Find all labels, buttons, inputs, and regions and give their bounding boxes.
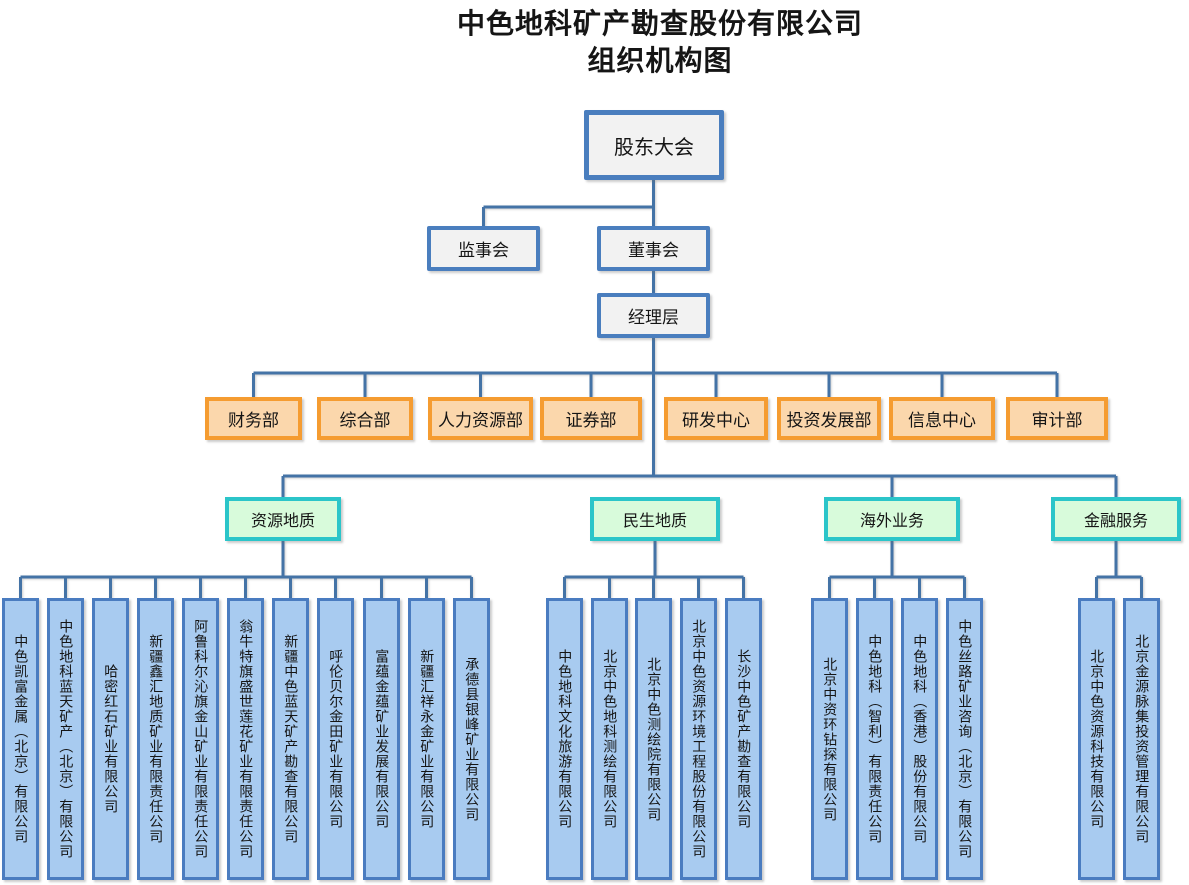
group-box-financial-services: 金融服务 xyxy=(1051,497,1181,541)
group3-children-bus xyxy=(828,541,966,598)
company-box: 北京中色测绘院有限公司 xyxy=(635,598,672,880)
chart-title: 中色地科矿产勘查股份有限公司 组织机构图 xyxy=(380,5,940,79)
dept-box-info-center: 信息中心 xyxy=(889,397,995,440)
company-box: 北京中资环钻探有限公司 xyxy=(811,598,848,880)
dept-box-rd-center: 研发中心 xyxy=(664,397,768,440)
chart-title-line2: 组织机构图 xyxy=(587,45,733,76)
dept-box-finance: 财务部 xyxy=(205,397,302,440)
dept-box-securities: 证券部 xyxy=(540,397,642,440)
company-box: 中色地科（智利）有限责任公司 xyxy=(856,598,893,880)
group-bus xyxy=(281,474,1118,497)
company-box: 承德县银峰矿业有限公司 xyxy=(453,598,490,880)
dept-box-general: 综合部 xyxy=(317,397,413,440)
company-box: 北京中色资源环境工程股份有限公司 xyxy=(680,598,717,880)
box-shareholders-meeting: 股东大会 xyxy=(584,110,724,180)
group2-children-bus xyxy=(563,541,745,598)
dept-box-audit: 审计部 xyxy=(1006,397,1108,440)
dept-box-investment-dev: 投资发展部 xyxy=(777,397,881,440)
company-box: 长沙中色矿产勘查有限公司 xyxy=(725,598,762,880)
company-box: 中色丝路矿业咨询（北京）有限公司 xyxy=(946,598,983,880)
group-box-overseas-business: 海外业务 xyxy=(824,497,960,541)
company-box: 哈密红石矿业有限公司 xyxy=(92,598,129,880)
company-box: 北京中色地科测绘有限公司 xyxy=(591,598,628,880)
department-bus xyxy=(252,371,1059,397)
company-box: 中色地科（香港）股份有限公司 xyxy=(901,598,938,880)
company-box: 中色凯富金属（北京）有限公司 xyxy=(2,598,39,880)
company-box: 翁牛特旗盛世莲花矿业有限责任公司 xyxy=(227,598,264,880)
company-box: 富蕴金蕴矿业发展有限公司 xyxy=(363,598,400,880)
dept-box-hr: 人力资源部 xyxy=(428,397,533,440)
company-box: 新疆汇祥永金矿业有限公司 xyxy=(408,598,445,880)
company-box: 北京中色资源科技有限公司 xyxy=(1078,598,1115,880)
company-box: 中色地科蓝天矿产（北京）有限公司 xyxy=(47,598,84,880)
company-box: 呼伦贝尔金田矿业有限公司 xyxy=(317,598,354,880)
chart-title-line1: 中色地科矿产勘查股份有限公司 xyxy=(456,8,863,39)
group1-children-bus xyxy=(19,541,473,598)
company-box: 北京金源脉集投资管理有限公司 xyxy=(1123,598,1160,880)
box-supervisory-board: 监事会 xyxy=(427,226,540,271)
company-box: 新疆鑫汇地质矿业有限责任公司 xyxy=(137,598,174,880)
company-box: 中色地科文化旅游有限公司 xyxy=(546,598,583,880)
box-management-level: 经理层 xyxy=(597,293,710,338)
group-box-livelihood-geology: 民生地质 xyxy=(590,497,720,541)
group-box-resource-geology: 资源地质 xyxy=(225,497,341,541)
box-board-of-directors: 董事会 xyxy=(597,226,710,271)
company-box: 阿鲁科尔沁旗金山矿业有限责任公司 xyxy=(182,598,219,880)
governance-connectors xyxy=(482,180,655,476)
group4-children-bus xyxy=(1095,541,1143,598)
company-box: 新疆中色蓝天矿产勘查有限公司 xyxy=(272,598,309,880)
